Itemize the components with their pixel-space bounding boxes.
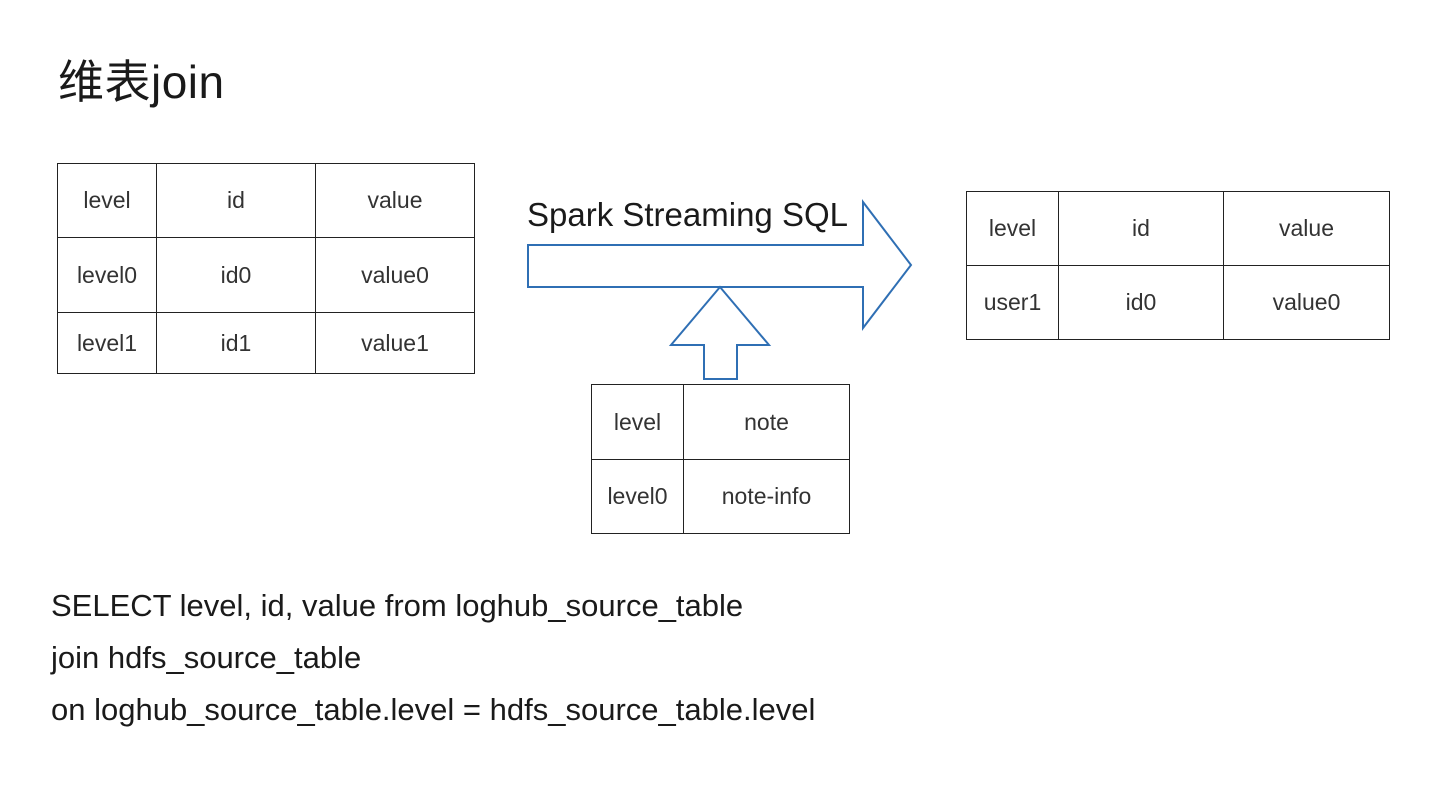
header-cell-value: value: [315, 163, 475, 238]
table-cell: value0: [315, 237, 475, 313]
header-cell-note: note: [683, 384, 850, 460]
table-cell: note-info: [683, 459, 850, 534]
table-cell: id0: [1058, 265, 1224, 340]
header-cell-level: level: [966, 191, 1059, 266]
table-cell: value0: [1223, 265, 1390, 340]
header-cell-value: value: [1223, 191, 1390, 266]
result-table: level id value user1 id0 value0: [966, 191, 1390, 340]
table-cell: value1: [315, 312, 475, 374]
sql-line-join: join hdfs_source_table: [51, 640, 362, 675]
table-row: level0 note-info: [591, 459, 850, 534]
dimension-table: level note level0 note-info: [591, 384, 850, 534]
sql-line-on: on loghub_source_table.level = hdfs_sour…: [51, 692, 816, 727]
table-header-row: level id value: [966, 191, 1390, 266]
header-cell-level: level: [591, 384, 684, 460]
table-row: level1 id1 value1: [57, 312, 475, 374]
source-table: level id value level0 id0 value0 level1 …: [57, 163, 475, 374]
table-cell: level0: [591, 459, 684, 534]
table-cell: level1: [57, 312, 157, 374]
table-cell: user1: [966, 265, 1059, 340]
table-row: level0 id0 value0: [57, 237, 475, 313]
sql-line-select: SELECT level, id, value from loghub_sour…: [51, 588, 744, 623]
table-row: user1 id0 value0: [966, 265, 1390, 340]
up-arrow-shape: [668, 285, 772, 380]
flow-label: Spark Streaming SQL: [527, 196, 848, 233]
table-header-row: level note: [591, 384, 850, 460]
header-cell-level: level: [57, 163, 157, 238]
right-arrow-shape: [527, 199, 913, 331]
table-cell: id0: [156, 237, 316, 313]
table-cell: id1: [156, 312, 316, 374]
header-cell-id: id: [1058, 191, 1224, 266]
slide-title: 维表join: [58, 56, 225, 108]
